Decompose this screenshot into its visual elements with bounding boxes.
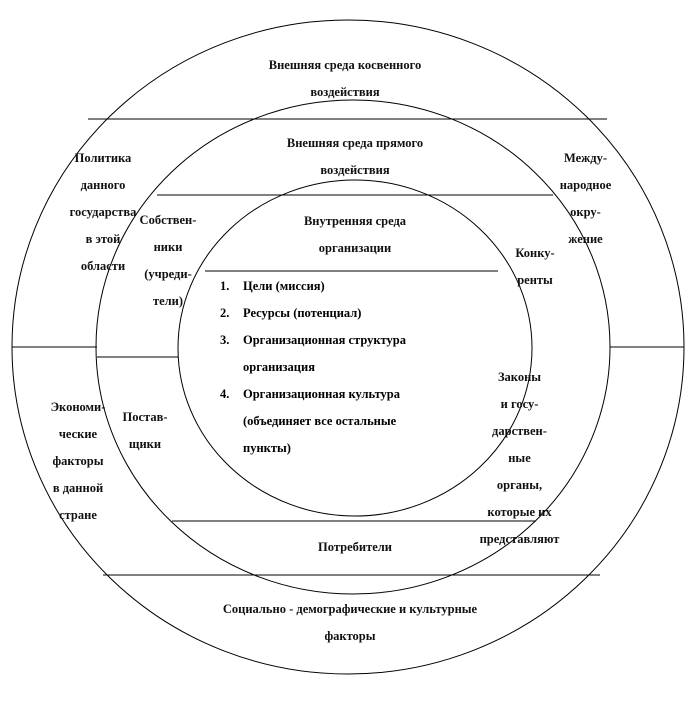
middle-bottom-label: Потребители [318, 540, 392, 554]
middle-right-top-label: Конку- ренты [515, 246, 555, 287]
inner-item-text: Организационная культура (объединяет все… [243, 387, 401, 455]
inner-title: Внутренняя среда организации [303, 214, 407, 255]
inner-item-text: Организационная структура организация [243, 333, 406, 374]
inner-item-number: 2. [220, 306, 230, 320]
inner-item-number: 1. [220, 279, 230, 293]
inner-item-number: 3. [220, 333, 230, 347]
outer-left-top-label: Политика данного государства в этой обла… [69, 151, 137, 273]
outer-top-label: Внешняя среда косвенного воздействия [268, 58, 422, 99]
outer-bottom-label: Социально - демографические и культурные… [222, 602, 478, 643]
inner-item: 3. Организационная структура организация [212, 327, 457, 381]
middle-left-top-label: Собствен- ники (учреди- тели) [139, 213, 197, 308]
outer-right-top-label: Между- народное окру- жение [559, 151, 612, 246]
inner-item: 2. Ресурсы (потенциал) [212, 300, 457, 327]
inner-item-list: 1. Цели (миссия) 2. Ресурсы (потенциал) … [212, 273, 457, 462]
inner-item-text: Цели (миссия) [243, 279, 325, 293]
inner-item: 4. Организационная культура (объединяет … [212, 381, 457, 462]
inner-item-text: Ресурсы (потенциал) [243, 306, 362, 320]
inner-item-number: 4. [220, 387, 230, 401]
inner-item: 1. Цели (миссия) [212, 273, 457, 300]
middle-right-bottom-label: Законы и госу- дарствен- ные органы, кот… [479, 370, 560, 546]
middle-top-label: Внешняя среда прямого воздействия [286, 136, 424, 177]
inner-ring [177, 179, 533, 517]
middle-left-bottom-label: Постав- щики [122, 410, 168, 451]
outer-left-bottom-label: Экономи- ческие факторы в данной стране [50, 400, 106, 522]
